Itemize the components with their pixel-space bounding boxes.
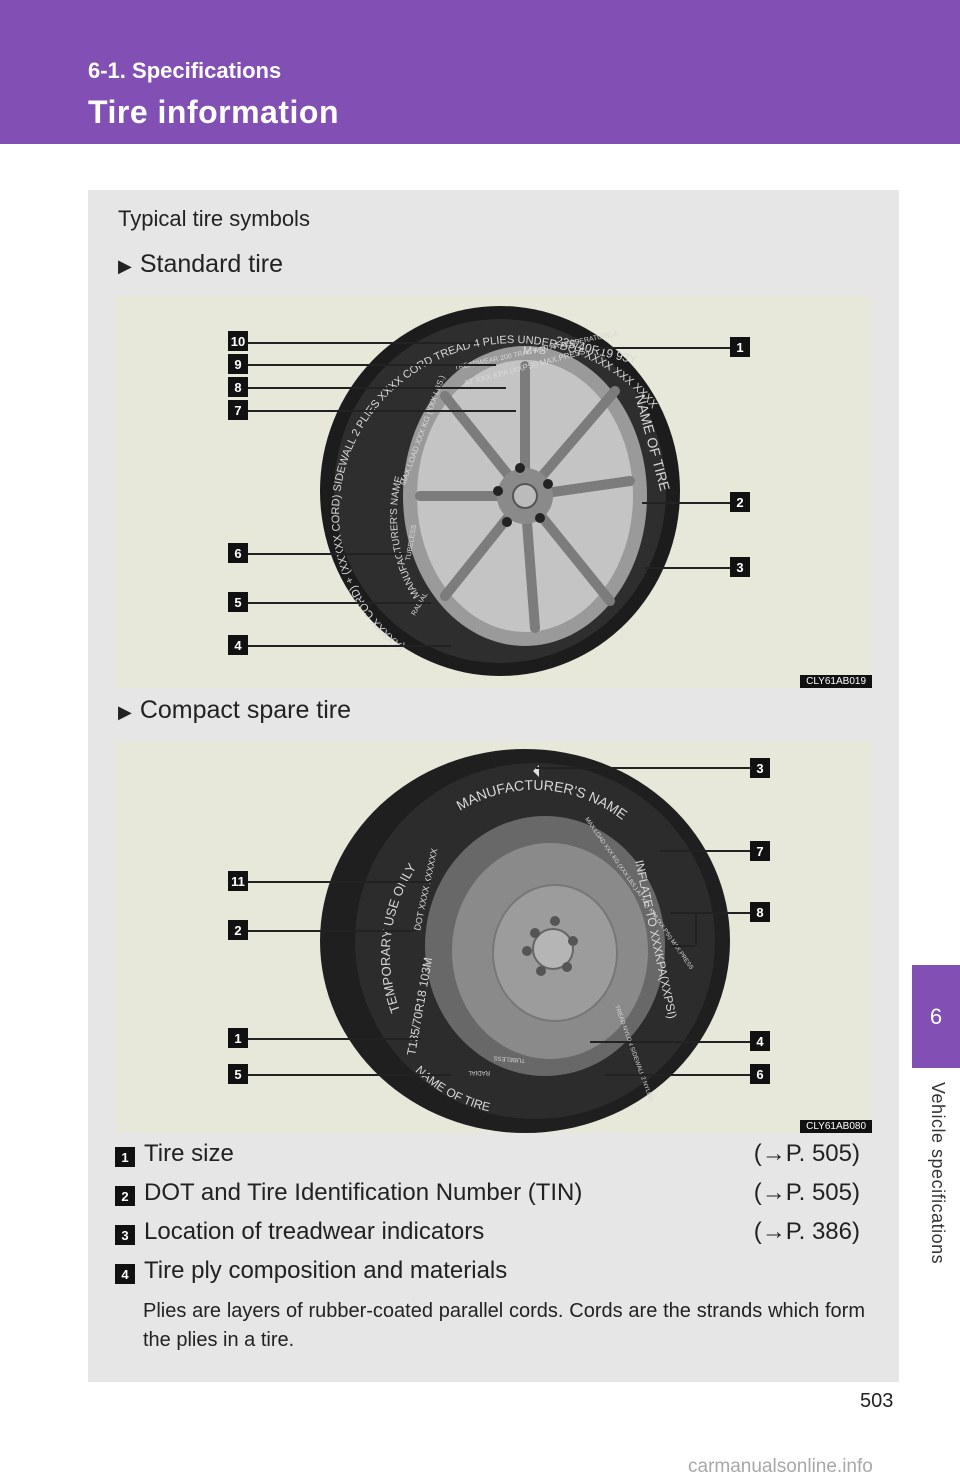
list-badge: 2	[115, 1186, 135, 1206]
leader-line	[595, 347, 730, 349]
compact-tire-figure: MANUFACTURER'S NAME NAME OF TIRE TEMPORA…	[115, 741, 872, 1133]
leader-line	[605, 1074, 750, 1076]
leader-line	[246, 1074, 451, 1076]
callout-2: 2	[730, 492, 750, 512]
page-number: 503	[860, 1390, 894, 1412]
leader-line	[590, 1041, 750, 1043]
leader-line	[670, 945, 695, 947]
callout-5: 5	[228, 1064, 248, 1084]
compact-tire-label: Compact spare tire	[139, 696, 352, 724]
leader-line	[695, 912, 750, 914]
callout-4: 4	[228, 635, 248, 655]
list-item: 4 Tire ply composition and materials	[115, 1257, 860, 1289]
list-item-text: DOT and Tire Identification Number (TIN)	[144, 1179, 583, 1206]
leader-line	[246, 364, 496, 366]
chapter-tab[interactable]: 6	[912, 965, 960, 1068]
compact-tire-heading: ▶ Compact spare tire	[118, 696, 351, 725]
callout-2: 2	[228, 920, 248, 940]
callout-7: 7	[750, 841, 770, 861]
leader-line	[246, 387, 506, 389]
triangle-bullet-icon: ▶	[118, 702, 132, 722]
compact-tire-illustration: MANUFACTURER'S NAME NAME OF TIRE TEMPORA…	[320, 749, 730, 1133]
leader-line	[246, 410, 516, 412]
compact-tubeless-text: TUBELESS	[493, 1054, 525, 1063]
chapter-header: 6-1. Specifications Tire information	[0, 0, 960, 144]
chapter-tab-label: Vehicle specifications	[928, 1082, 948, 1265]
callout-8: 8	[228, 377, 248, 397]
leader-line	[246, 553, 406, 555]
compact-radial-text: RADIAL	[468, 1069, 490, 1075]
list-item: 2 DOT and Tire Identification Number (TI…	[115, 1179, 860, 1211]
list-item-text: Location of treadwear indicators	[144, 1218, 485, 1245]
leader-line	[246, 342, 476, 344]
standard-tire-label: Standard tire	[139, 250, 283, 278]
leader-line	[246, 645, 451, 647]
page-reference-link[interactable]: (→P. 505)	[753, 1179, 860, 1206]
callout-8: 8	[750, 902, 770, 922]
callout-9: 9	[228, 354, 248, 374]
standard-tire-figure: (XXXXX CORD) + (XXXXX CORD) SIDEWALL 2 P…	[115, 296, 872, 688]
list-item: 1 Tire size (→P. 505)	[115, 1140, 860, 1172]
leader-line	[246, 1038, 421, 1040]
callout-6: 6	[228, 543, 248, 563]
page-title: Tire information	[88, 94, 339, 130]
page-reference-link[interactable]: (→P. 505)	[753, 1140, 860, 1167]
list-badge: 4	[115, 1264, 135, 1284]
std-ms-text: M+S	[523, 345, 546, 357]
figure-code: CLY61AB080	[800, 1120, 872, 1133]
callout-3: 3	[750, 758, 770, 778]
leader-line	[642, 502, 730, 504]
callout-10: 10	[228, 331, 248, 351]
callout-1: 1	[730, 337, 750, 357]
list-badge: 1	[115, 1147, 135, 1167]
leader-line	[246, 602, 431, 604]
callout-4: 4	[750, 1031, 770, 1051]
leader-line	[246, 930, 416, 932]
list-item: 3 Location of treadwear indicators (→P. …	[115, 1218, 860, 1250]
chapter-tab-number: 6	[929, 1003, 943, 1029]
leader-bracket	[695, 912, 697, 945]
callout-7: 7	[228, 400, 248, 420]
section-label: 6-1. Specifications	[88, 58, 282, 83]
standard-tire-illustration: (XXXXX CORD) + (XXXXX CORD) SIDEWALL 2 P…	[320, 306, 680, 676]
list-item-text: Tire size	[144, 1140, 234, 1167]
leader-line	[645, 567, 730, 569]
page-reference-link[interactable]: (→P. 386)	[753, 1218, 860, 1245]
panel-heading: Typical tire symbols	[118, 206, 310, 231]
callout-1: 1	[228, 1028, 248, 1048]
list-item-text: Tire ply composition and materials	[144, 1257, 508, 1284]
callout-5: 5	[228, 592, 248, 612]
leader-line	[536, 767, 750, 769]
ply-description: Plies are layers of rubber-coated parall…	[143, 1300, 865, 1351]
list-badge: 3	[115, 1225, 135, 1245]
standard-tire-heading: ▶ Standard tire	[118, 250, 283, 279]
callout-6: 6	[750, 1064, 770, 1084]
leader-line	[660, 850, 750, 852]
leader-line	[670, 912, 695, 914]
leader-line	[246, 881, 431, 883]
callout-3: 3	[730, 557, 750, 577]
triangle-bullet-icon: ▶	[118, 256, 132, 276]
watermark: carmanualsonline.info	[688, 1456, 873, 1477]
figure-code: CLY61AB019	[800, 675, 872, 688]
callout-11: 11	[228, 871, 248, 891]
